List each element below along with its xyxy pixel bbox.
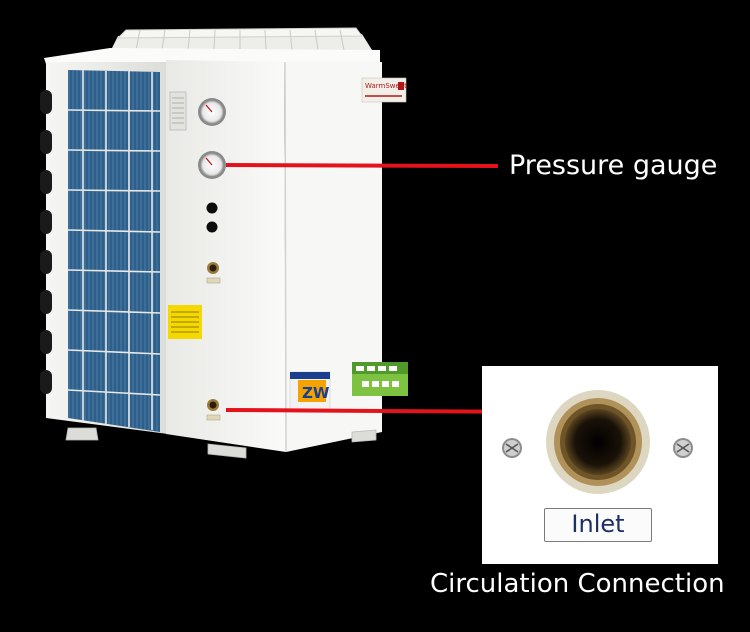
screw-icon — [502, 438, 522, 458]
unit-front-panel — [166, 60, 286, 452]
brand-logo-sticker: WarmSweet — [361, 77, 407, 103]
inlet-closeup-drawing — [502, 390, 693, 494]
inlet-pipe-icon — [546, 390, 650, 494]
port-hole-icon — [206, 221, 218, 233]
port-hole-icon — [206, 202, 218, 214]
energy-saving-badge — [352, 362, 408, 396]
unit-right-panel — [284, 62, 382, 452]
inlet-closeup-photo: Inlet — [482, 366, 718, 564]
top-fan-guard — [110, 27, 372, 52]
zw-badge: ZW — [289, 371, 331, 411]
pressure-gauge-icon — [198, 98, 226, 126]
badge-text: ZW — [302, 384, 330, 402]
water-inlet-fitting-icon — [206, 399, 221, 421]
pressure-gauge-label: Pressure gauge — [509, 150, 718, 181]
refrigerant-tube-bends — [40, 90, 52, 394]
unit-feet — [65, 427, 377, 459]
circulation-connection-label: Circulation Connection — [430, 569, 725, 599]
warning-sticker — [168, 305, 202, 339]
screw-icon — [673, 438, 693, 458]
evaporator-coil — [67, 70, 161, 432]
brand-text: WarmSweet — [365, 82, 407, 90]
unit-top-panel — [44, 48, 380, 64]
inlet-label-plate: Inlet — [544, 508, 652, 542]
rating-nameplate — [169, 91, 187, 131]
pressure-gauge-icon — [198, 151, 226, 179]
pressure-gauge-callout-line — [225, 163, 499, 168]
water-outlet-fitting-icon — [206, 262, 221, 284]
